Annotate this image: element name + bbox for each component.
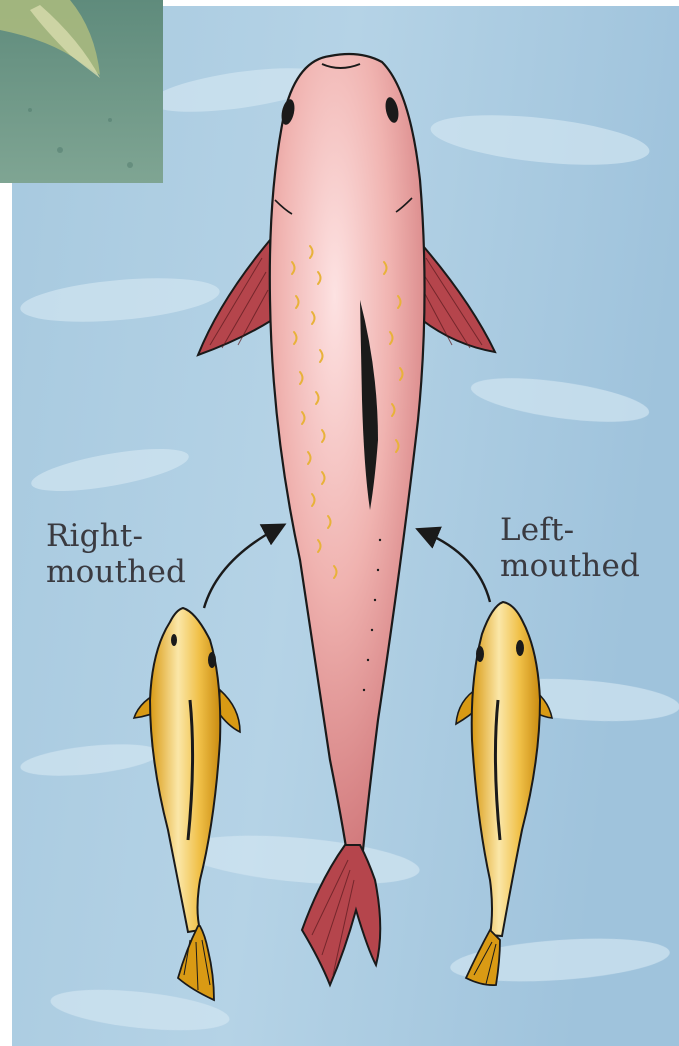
arrow-left-mouthed	[424, 532, 490, 602]
label-right-mouthed-line1: Right-	[46, 518, 186, 554]
label-left-mouthed: Left- mouthed	[500, 512, 640, 584]
label-right-mouthed-line2: mouthed	[46, 554, 186, 590]
label-left-mouthed-line1: Left-	[500, 512, 640, 548]
arrow-right-mouthed	[204, 528, 278, 608]
label-right-mouthed: Right- mouthed	[46, 518, 186, 590]
label-left-mouthed-line2: mouthed	[500, 548, 640, 584]
